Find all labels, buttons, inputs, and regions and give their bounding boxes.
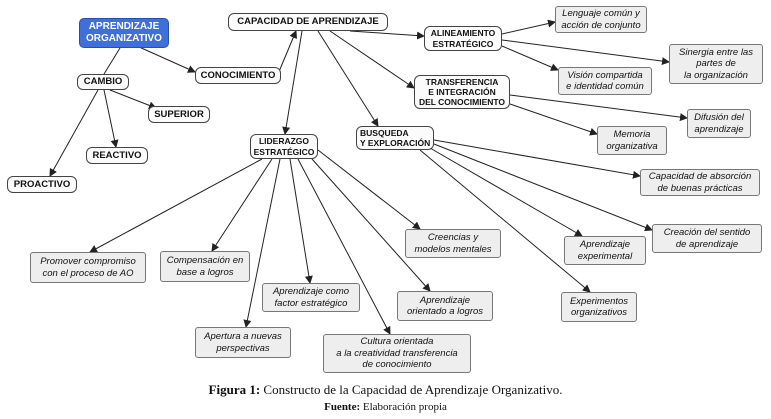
leaf-aprendizaje-experimental: Aprendizaje experimental (564, 236, 646, 265)
connector-19 (317, 149, 421, 230)
leaf-capacidad-absorcion: Capacidad de absorción de buenas práctic… (640, 169, 760, 196)
caption-label: Figura 1: (208, 382, 261, 397)
node-transferencia-integracion: TRANSFERENCIA E INTEGRACIÓN DEL CONOCIMI… (414, 75, 510, 109)
leaf-cultura-orientada: Cultura orientada a la creatividad trans… (323, 334, 471, 373)
node-aprendizaje-organizativo: APRENDIZAJE ORGANIZATIVO (79, 18, 169, 48)
leaf-apertura-perspectivas: Apertura a nuevas perspectivas (195, 327, 291, 358)
figure-caption: Figura 1: Constructo de la Capacidad de … (0, 382, 771, 398)
connector-18 (419, 149, 591, 293)
caption-text: Constructo de la Capacidad de Aprendizaj… (263, 382, 563, 397)
node-superior: SUPERIOR (148, 106, 210, 123)
connector-25 (89, 158, 263, 253)
connector-11 (501, 39, 670, 66)
leaf-difusion-aprendizaje: Difusión del aprendizaje (687, 109, 751, 138)
connector-16 (433, 143, 653, 232)
connector-14 (509, 103, 598, 136)
leaf-experimentos-organizativos: Experimentos organizativos (561, 292, 637, 322)
connector-23 (243, 158, 281, 328)
connector-2 (49, 89, 99, 177)
source-text: Elaboración propia (362, 401, 447, 413)
leaf-sinergia: Sinergia entre las partes de la organiza… (669, 44, 763, 84)
connector-3 (103, 89, 119, 148)
connector-12 (501, 45, 559, 71)
connector-15 (433, 139, 641, 179)
node-busqueda-exploracion: BUSQUEDA Y EXPLORACIÓN (356, 126, 434, 150)
node-liderazgo-estrategico: LIDERAZGO ESTRATÉGICO (250, 134, 318, 159)
leaf-compensacion-logros: Compensación en base a logros (160, 251, 250, 282)
connector-5 (277, 30, 297, 75)
leaf-vision-compartida: Visión compartida e identidad común (558, 67, 652, 95)
leaf-promover-compromiso: Promover compromiso con el proceso de AO (30, 252, 146, 283)
leaf-lenguaje-comun: Lenguaje común y acción de conjunto (555, 6, 647, 33)
concept-map: APRENDIZAJE ORGANIZATIVO CAPACIDAD DE AP… (7, 6, 763, 373)
connector-17 (429, 147, 583, 237)
leaf-creacion-sentido: Creación del sentido de aprendizaje (652, 224, 762, 253)
connector-24 (211, 158, 273, 252)
connector-20 (311, 158, 431, 292)
connector-9 (282, 30, 303, 135)
node-proactivo: PROACTIVO (7, 176, 77, 193)
connector-21 (297, 158, 391, 335)
connector-0 (103, 47, 121, 75)
connector-8 (317, 30, 379, 127)
leaf-aprendizaje-orientado: Aprendizaje orientado a logros (397, 291, 493, 321)
leaf-aprendizaje-factor: Aprendizaje como factor estratégico (262, 283, 360, 312)
node-capacidad-de-aprendizaje: CAPACIDAD DE APRENDIZAJE (228, 13, 388, 31)
leaf-creencias-modelos: Creencias y modelos mentales (405, 229, 501, 258)
connector-lines (49, 19, 688, 335)
connector-13 (509, 94, 688, 122)
node-reactivo: REACTIVO (86, 147, 148, 164)
leaf-memoria-organizativa: Memoria organizativa (597, 126, 667, 155)
connector-4 (109, 89, 157, 110)
node-cambio: CAMBIO (77, 74, 129, 90)
connector-22 (289, 158, 313, 284)
node-alineamiento-estrategico: ALINEAMIENTO ESTRATÉGICO (424, 26, 502, 51)
connector-10 (501, 19, 556, 35)
source-label: Fuente: (324, 401, 361, 413)
node-conocimiento: CONOCIMIENTO (195, 67, 281, 84)
connector-6 (349, 30, 425, 40)
connector-7 (329, 30, 415, 89)
figure-source: Fuente: Elaboración propia (0, 401, 771, 413)
